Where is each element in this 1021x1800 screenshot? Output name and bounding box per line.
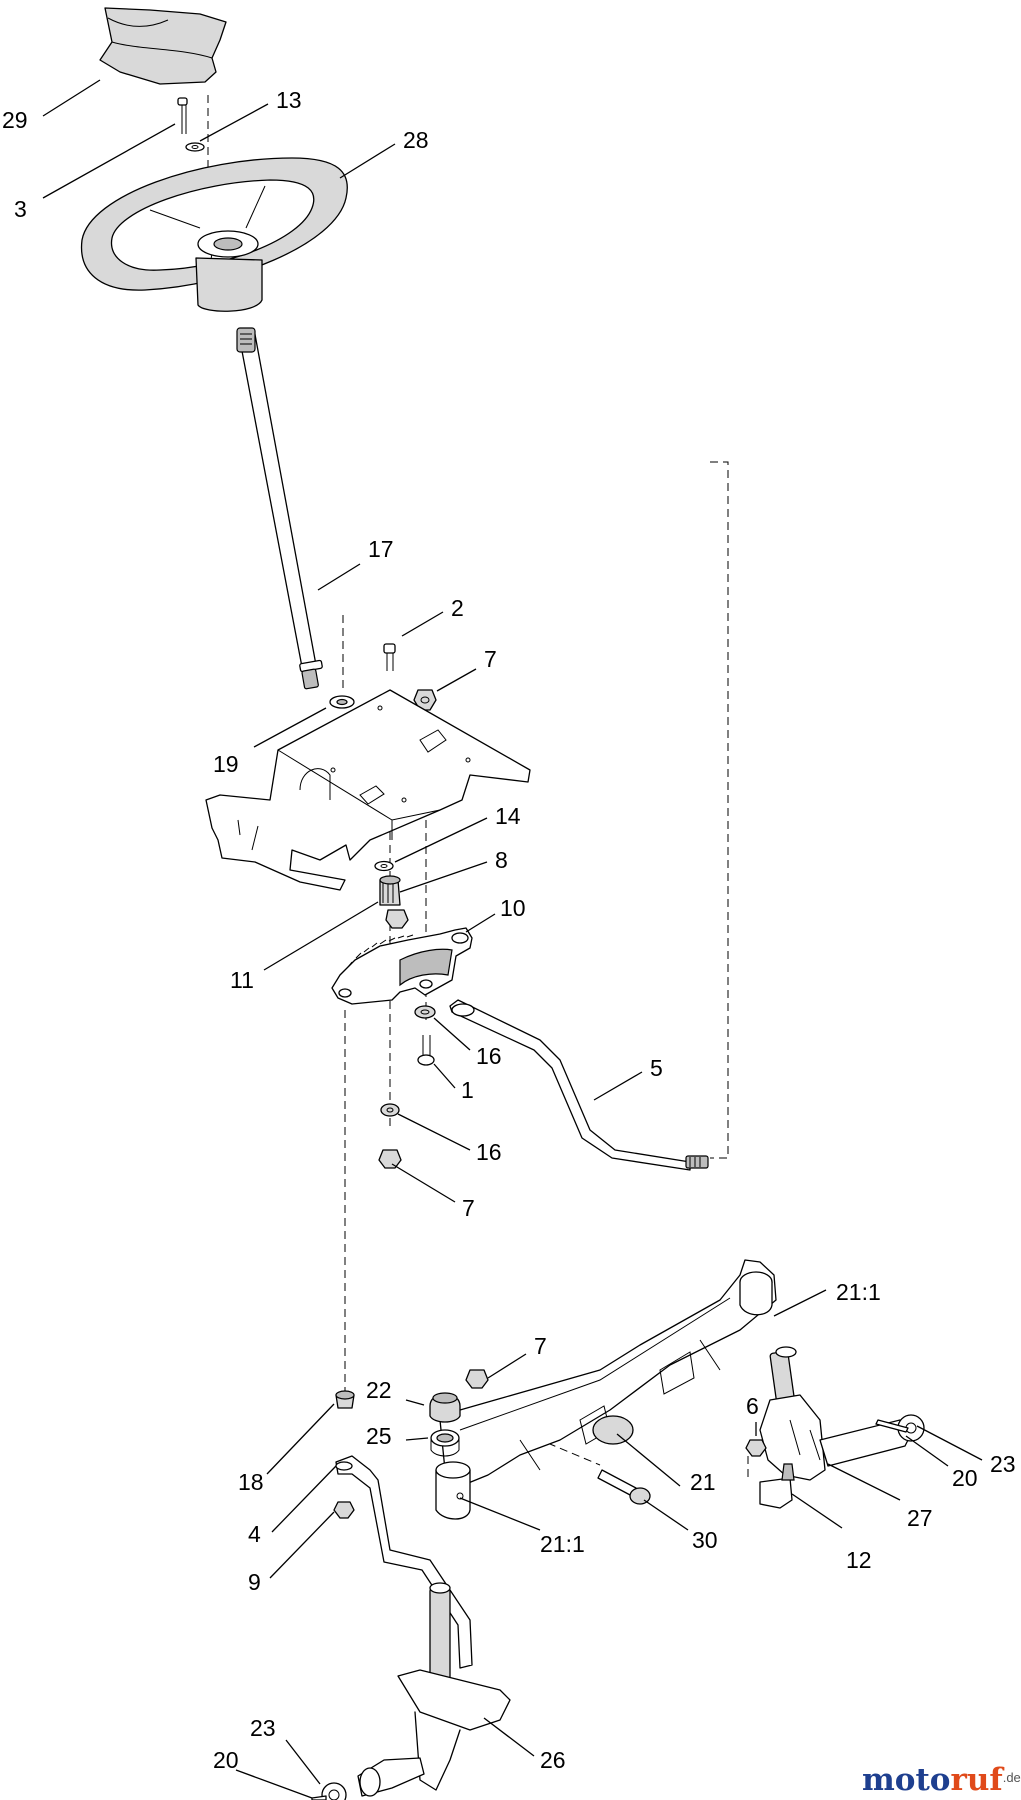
spacer-lower — [380, 1103, 400, 1117]
callout-16-upper: 16 — [476, 1043, 502, 1069]
front-axle — [435, 1259, 777, 1520]
steering-bracket — [205, 689, 531, 891]
callout-1: 1 — [461, 1077, 474, 1103]
callout-21-1-upper: 21:1 — [836, 1279, 881, 1305]
watermark-logo: motoruf.de — [862, 1762, 1021, 1798]
lock-nut — [413, 689, 437, 711]
callout-27: 27 — [907, 1505, 933, 1531]
callout-3: 3 — [14, 196, 27, 222]
callout-5: 5 — [650, 1055, 663, 1081]
callout-22: 22 — [366, 1377, 392, 1403]
steering-wheel-cap — [99, 7, 227, 85]
callout-20-right: 20 — [952, 1465, 978, 1491]
callout-labels: 29 3 13 28 17 2 7 19 14 8 10 11 16 1 5 1… — [2, 87, 1016, 1773]
cap-screw — [177, 97, 188, 134]
callout-23-right: 23 — [990, 1451, 1016, 1477]
steering-shaft — [236, 327, 323, 690]
callout-17: 17 — [368, 536, 394, 562]
callout-10: 10 — [500, 895, 526, 921]
callout-8: 8 — [495, 847, 508, 873]
right-cotter-pin — [875, 1419, 909, 1433]
callout-28: 28 — [403, 127, 429, 153]
drag-link — [449, 999, 709, 1171]
callout-30: 30 — [692, 1527, 718, 1553]
arm-nut — [333, 1501, 355, 1519]
callout-2: 2 — [451, 595, 464, 621]
callout-21-1-lower: 21:1 — [540, 1531, 585, 1557]
sector-gear — [331, 927, 473, 1005]
washer — [185, 142, 205, 152]
pivot-bolt — [417, 1035, 435, 1066]
bolt — [383, 643, 396, 671]
leader-lines — [42, 79, 983, 1799]
callout-11: 11 — [230, 967, 254, 993]
left-spindle — [357, 1582, 511, 1797]
callout-20-left: 20 — [213, 1747, 239, 1773]
pinion-washer — [374, 860, 394, 872]
tie-rod-end — [759, 1463, 795, 1509]
callout-16-lower: 16 — [476, 1139, 502, 1165]
callout-18: 18 — [238, 1469, 264, 1495]
callout-6: 6 — [746, 1393, 759, 1419]
steering-wheel — [80, 157, 348, 312]
callout-14: 14 — [495, 803, 521, 829]
arm-bushing — [335, 1390, 355, 1409]
axle-bushing — [430, 1429, 460, 1457]
axle-nut — [465, 1369, 489, 1389]
shaft-bushing — [329, 695, 355, 709]
callout-23-left: 23 — [250, 1715, 276, 1741]
callout-7-lower: 7 — [462, 1195, 475, 1221]
spacer-upper — [414, 1005, 436, 1019]
callout-9: 9 — [248, 1569, 261, 1595]
callout-21: 21 — [690, 1469, 716, 1495]
callout-7-axle: 7 — [534, 1333, 547, 1359]
callout-19: 19 — [213, 751, 239, 777]
axle-cap — [429, 1392, 461, 1423]
left-spindle-washer — [321, 1782, 347, 1800]
left-cotter-pin — [311, 1795, 327, 1800]
right-spindle-washer — [897, 1414, 925, 1442]
callout-12: 12 — [846, 1547, 872, 1573]
tie-rod-nut — [745, 1439, 767, 1457]
callout-7-top: 7 — [484, 646, 497, 672]
callout-4: 4 — [248, 1521, 261, 1547]
lock-nut-lower — [378, 1149, 402, 1169]
right-spindle — [759, 1346, 913, 1481]
callout-13: 13 — [276, 87, 302, 113]
pinion-gear — [379, 875, 401, 906]
svg-text:motoruf.de: motoruf.de — [862, 1762, 1021, 1798]
axle-pivot-pin — [597, 1469, 651, 1505]
callout-26: 26 — [540, 1747, 566, 1773]
pinion-nut — [385, 909, 409, 929]
callout-29: 29 — [2, 107, 28, 133]
callout-25: 25 — [366, 1423, 392, 1449]
